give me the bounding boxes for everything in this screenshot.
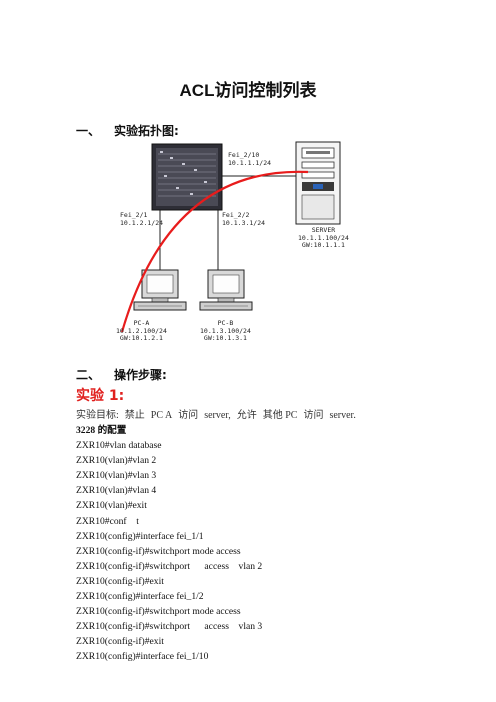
goal-word: 实验目标: — [76, 410, 119, 421]
config-line: ZXR10(config-if)#switchport access vlan … — [76, 621, 263, 633]
pc-b-icon — [199, 269, 253, 311]
page-title: ACL访问控制列表 — [179, 81, 317, 100]
goal-word: server. — [329, 410, 356, 421]
goal-word: 禁止 — [124, 410, 145, 421]
section-number: 二、 — [76, 368, 101, 382]
section-heading-topology: 一、实验拓扑图: — [76, 122, 179, 139]
switch-icon — [151, 143, 223, 211]
goal-word: 其他 PC — [262, 410, 298, 421]
section-heading-steps: 二、操作步骤: — [76, 366, 167, 383]
server-icon — [295, 141, 341, 225]
experiment-goal: 实验目标: 禁止 PC A 访问 server, 允许其他 PC 访问 server. — [76, 406, 376, 421]
experiment-heading: 实验 1: — [76, 388, 125, 404]
section-label: 操作步骤: — [114, 368, 167, 382]
config-line: ZXR10#conf t — [76, 515, 139, 527]
pc-a-icon — [133, 269, 187, 311]
topology-drawing — [120, 141, 341, 333]
section-number: 一、 — [76, 124, 101, 138]
config-line: ZXR10(config-if)#switchport access vlan … — [76, 560, 263, 572]
config-line: ZXR10#vlan database — [76, 440, 162, 452]
config-line: ZXR10(vlan)#vlan 4 — [76, 485, 157, 497]
config-line: ZXR10(config)#interface fei_1/2 — [76, 591, 204, 603]
goal-word: server, — [204, 410, 231, 421]
config-line: ZXR10(config-if)#exit — [76, 575, 164, 587]
config-line: ZXR10(config)#interface fei_1/10 — [76, 651, 209, 663]
goal-word: 访问 — [178, 410, 199, 421]
config-line: ZXR10(vlan)#vlan 3 — [76, 470, 157, 482]
config-heading: 3228 的配置 — [76, 425, 127, 436]
config-line: ZXR10(vlan)#exit — [76, 500, 147, 512]
goal-word: PC A — [150, 410, 173, 421]
traffic-path-arrow — [120, 170, 309, 333]
goal-word: 允许 — [236, 410, 257, 421]
config-line: ZXR10(config-if)#switchport mode access — [76, 606, 241, 618]
config-line: ZXR10(config-if)#switchport mode access — [76, 545, 241, 557]
config-line: ZXR10(config-if)#exit — [76, 636, 164, 648]
config-line: ZXR10(vlan)#vlan 2 — [76, 455, 157, 467]
config-line: ZXR10(config)#interface fei_1/1 — [76, 530, 204, 542]
section-label: 实验拓扑图: — [114, 124, 179, 138]
goal-word: 访问 — [303, 410, 324, 421]
